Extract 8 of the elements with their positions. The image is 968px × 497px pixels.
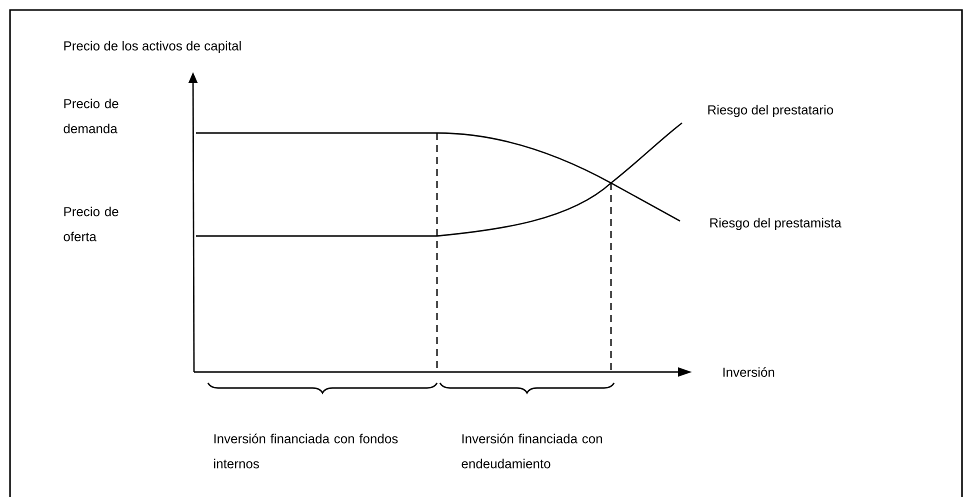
axis-label: Inversión financiada con fondos internos: [214, 434, 398, 468]
axis-label: Precio de oferta: [64, 206, 118, 242]
axis-label: Precio de demanda: [64, 98, 118, 134]
axis-label: Inversión financiada con endeudamiento: [462, 434, 602, 468]
axis-label: Inversión: [723, 367, 774, 377]
axis-label: Precio de los activos de capital: [64, 40, 241, 54]
axis-label: Riesgo del prestamista: [710, 218, 842, 230]
axis-label: Riesgo del prestatario: [708, 104, 834, 118]
